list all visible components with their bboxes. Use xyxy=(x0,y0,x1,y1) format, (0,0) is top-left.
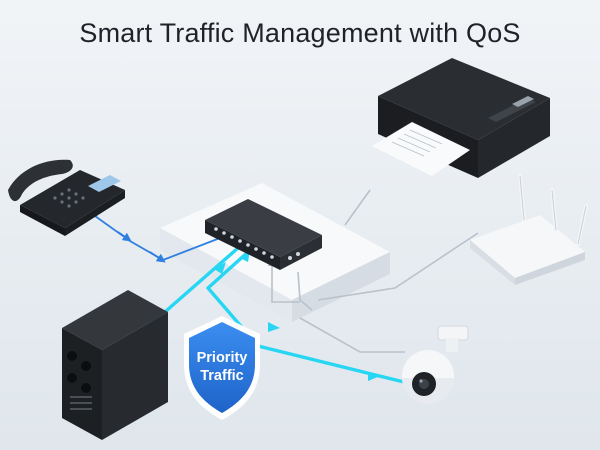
wifi-router-icon xyxy=(470,174,588,285)
badge-line-1: Priority xyxy=(196,350,248,366)
server-tower-icon xyxy=(62,290,168,440)
phone-traffic-path xyxy=(94,215,221,263)
page-title: Smart Traffic Management with QoS xyxy=(79,18,521,48)
printer-icon xyxy=(372,58,550,178)
ip-camera-icon xyxy=(402,325,469,404)
priority-badge-label: Priority Traffic xyxy=(180,349,264,385)
standard-traffic-paths xyxy=(268,189,479,353)
shield-icon xyxy=(184,316,260,420)
desk-phone-icon xyxy=(8,159,125,236)
network-switch-icon xyxy=(205,199,322,337)
badge-line-2: Traffic xyxy=(200,368,244,384)
